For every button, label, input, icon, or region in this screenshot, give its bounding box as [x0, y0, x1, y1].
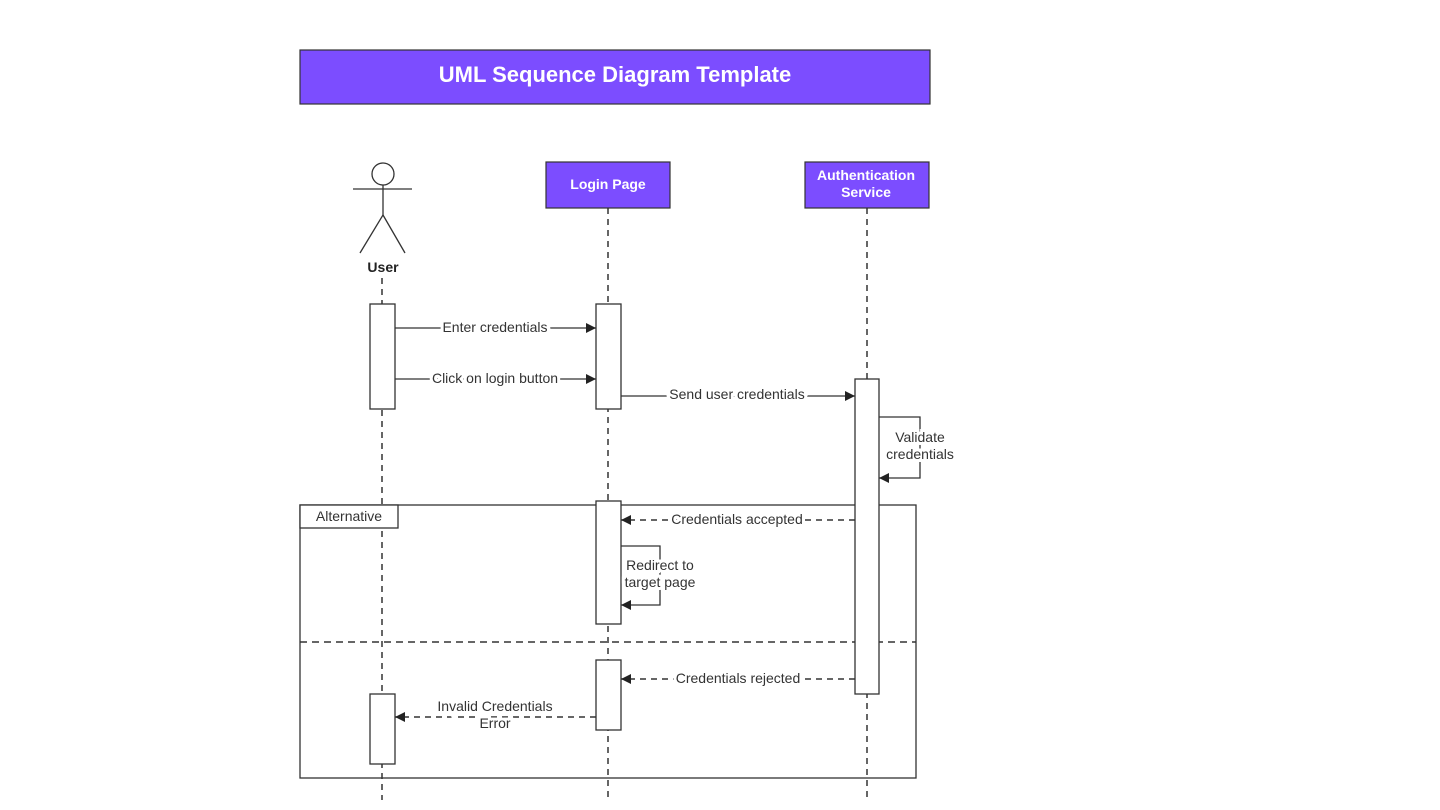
auth-service-label-line1: Authentication [817, 167, 915, 183]
participant-login-page: Login Page [545, 161, 671, 209]
login-page-label: Login Page [570, 176, 646, 192]
invalid-label-line2: Error [479, 715, 510, 731]
send-credentials-label: Send user credentials [669, 386, 804, 402]
login-page-activation-1 [595, 303, 622, 410]
fragment-label: Alternative [316, 508, 382, 524]
invalid-label-line1: Invalid Credentials [437, 698, 552, 714]
redirect-label-line2: target page [625, 574, 696, 590]
user-actor-icon [353, 162, 412, 254]
auth-service-activation [854, 378, 880, 695]
login-page-activation-2 [595, 500, 622, 625]
credentials-accepted-label: Credentials accepted [671, 511, 803, 527]
validate-label-line1: Validate [895, 429, 945, 445]
enter-credentials-label: Enter credentials [442, 319, 547, 335]
user-label: User [367, 259, 399, 275]
title-banner: UML Sequence Diagram Template [299, 49, 931, 105]
validate-label-line2: credentials [886, 446, 954, 462]
redirect-label-line1: Redirect to [626, 557, 694, 573]
user-activation-2 [369, 693, 396, 765]
validate-credentials-arrow [879, 416, 921, 483]
redirect-arrow [621, 545, 661, 610]
login-page-activation-3 [595, 659, 622, 731]
user-activation-1 [369, 303, 396, 410]
diagram-title: UML Sequence Diagram Template [439, 62, 792, 87]
auth-service-label-line2: Service [841, 184, 891, 200]
participant-auth-service: Authentication Service [804, 161, 930, 209]
click-login-label: Click on login button [432, 370, 558, 386]
credentials-rejected-label: Credentials rejected [676, 670, 801, 686]
